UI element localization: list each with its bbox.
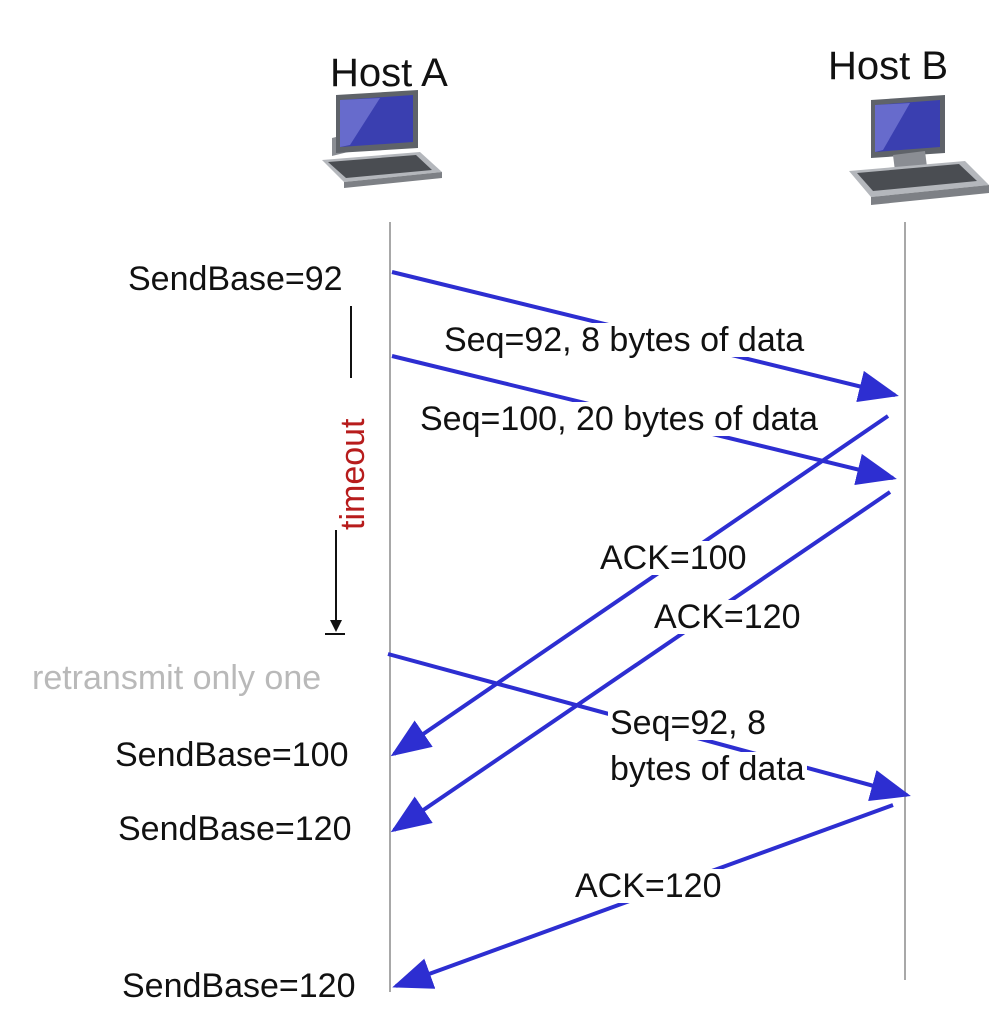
seq100-label: Seq=100, 20 bytes of data <box>418 400 820 438</box>
arrow-ack120-first <box>390 490 892 833</box>
ack120-first-label: ACK=120 <box>652 598 803 636</box>
ack120-final-label: ACK=120 <box>573 867 724 905</box>
sendbase-100-label: SendBase=100 <box>115 736 349 774</box>
ack100-label: ACK=100 <box>598 539 749 577</box>
sendbase-92-label: SendBase=92 <box>128 260 343 298</box>
host-a-computer-icon <box>322 90 442 188</box>
host-a-title: Host A <box>330 51 448 95</box>
host-b-title: Host B <box>828 44 949 88</box>
seq92-retransmit-label-line1: Seq=92, 8 <box>608 704 768 742</box>
host-b-computer-icon <box>849 95 989 205</box>
retransmit-note: retransmit only one <box>32 659 322 697</box>
seq92-label: Seq=92, 8 bytes of data <box>442 321 807 359</box>
arrow-ack100 <box>390 414 890 757</box>
timeout-label: timeout <box>334 418 372 531</box>
seq92-retransmit-label-line2: bytes of data <box>608 750 807 788</box>
sendbase-120-final-label: SendBase=120 <box>122 967 356 1005</box>
timeout-arrowhead <box>330 620 342 632</box>
sendbase-120-label: SendBase=120 <box>118 810 352 848</box>
